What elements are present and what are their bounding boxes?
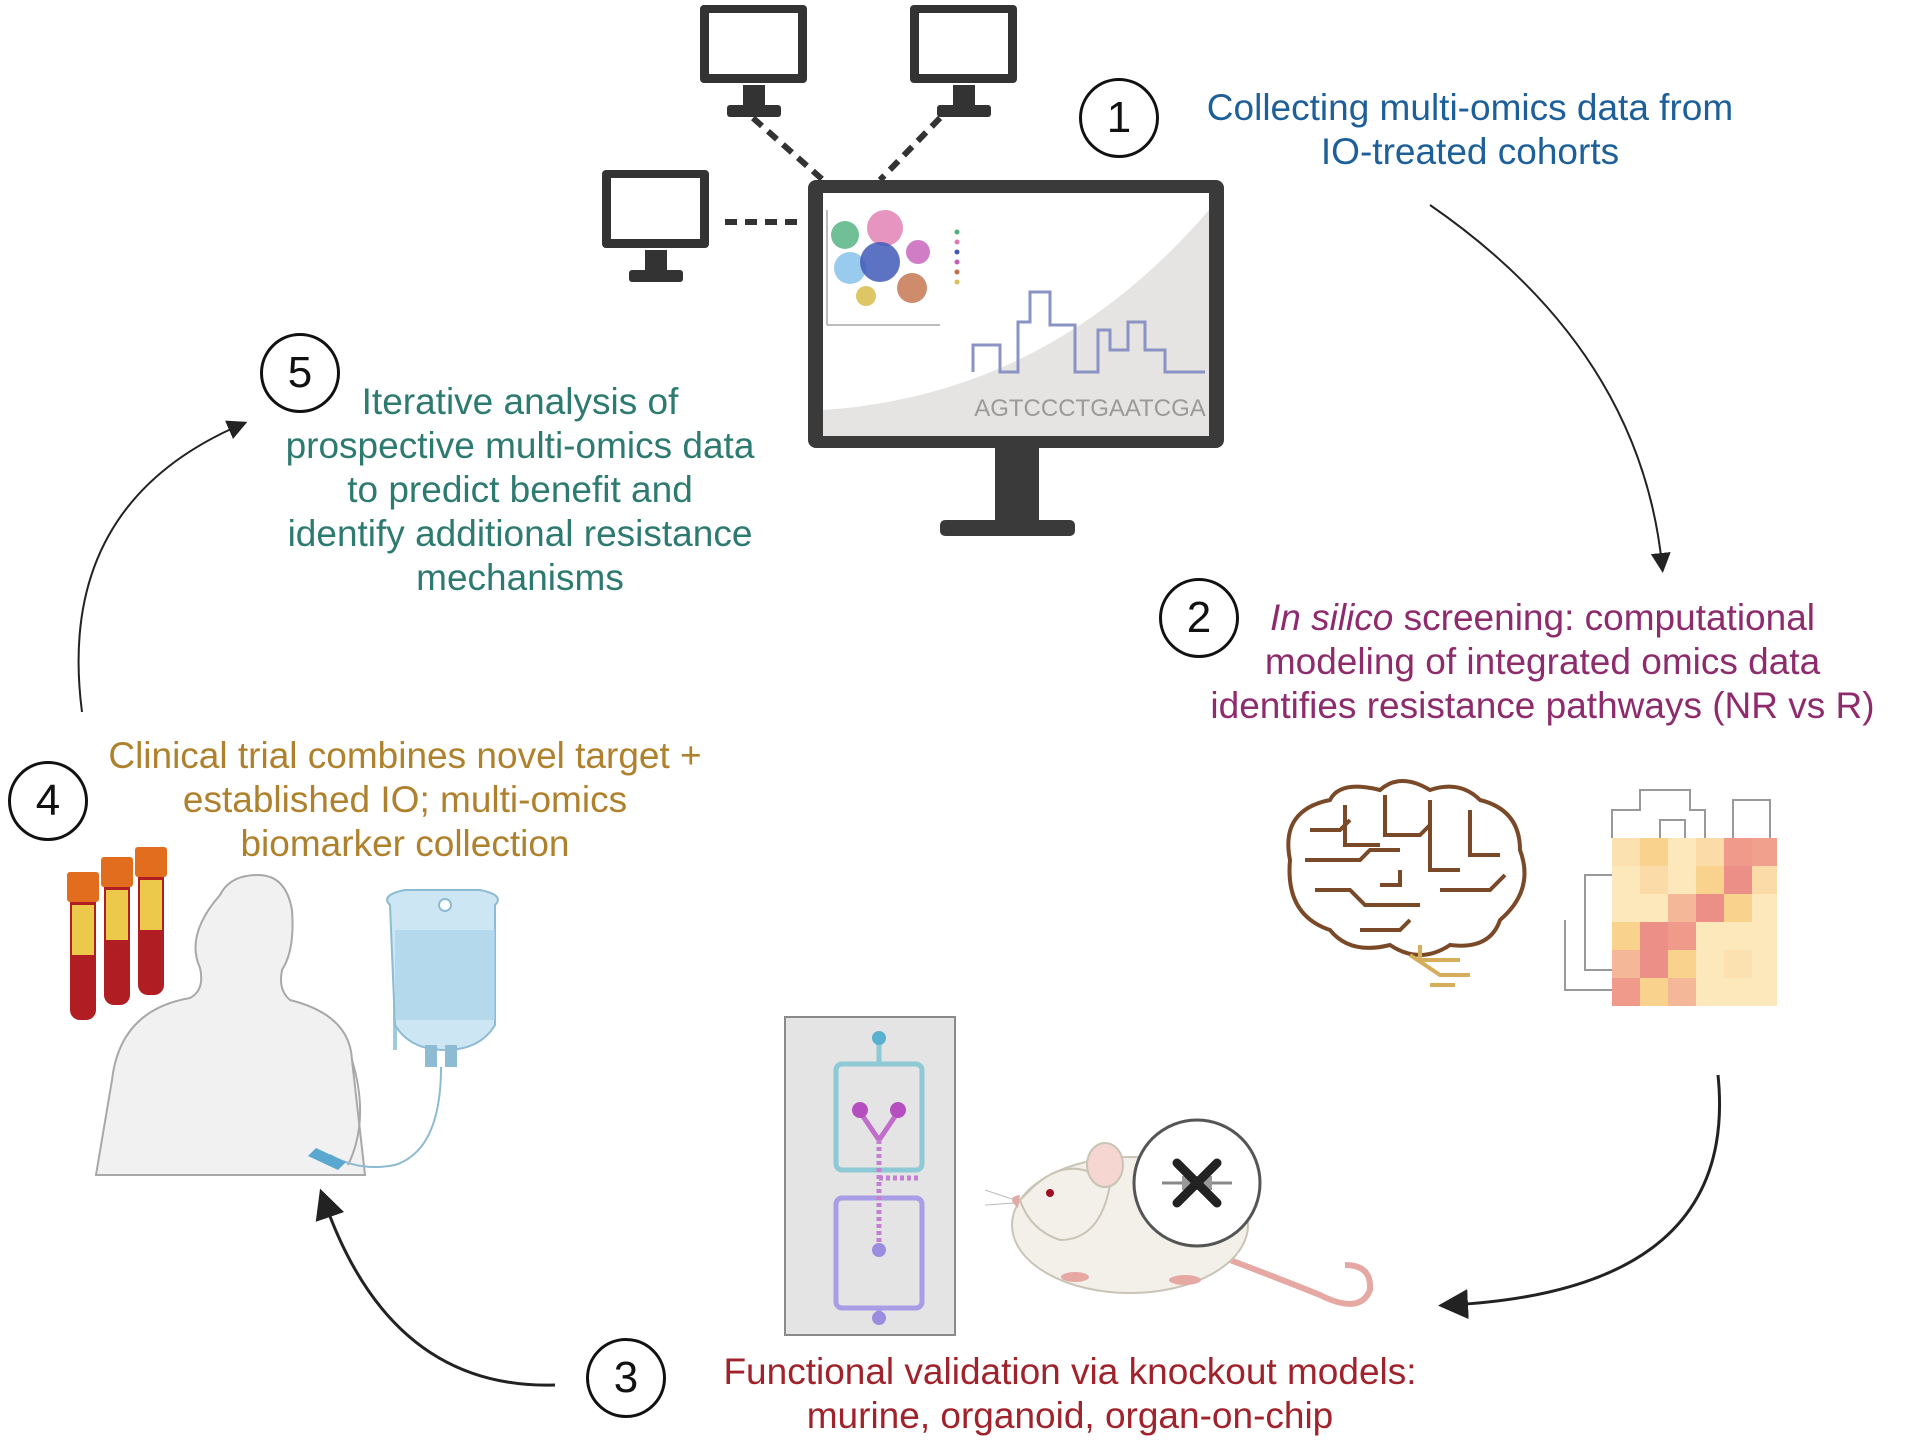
step-2-label: In silico screening: computational model…: [1170, 596, 1915, 728]
step-2-label-line: identifies resistance pathways (NR vs R): [1210, 685, 1875, 726]
step-2-number-badge: 2: [1159, 578, 1239, 658]
step-2-line-rest: screening: computational: [1393, 597, 1816, 638]
step-1-label: Collecting multi-omics data from IO-trea…: [1150, 86, 1790, 174]
step-5-label-line: mechanisms: [416, 557, 624, 598]
analysis-monitor-icon: AGTCCCTGAATCGA: [808, 180, 1224, 536]
step-2-label-line: In silico screening: computational: [1170, 596, 1915, 640]
step-3-label: Functional validation via knockout model…: [660, 1350, 1480, 1438]
patient-infusion-icon: [94, 873, 499, 1176]
knockout-mouse-icon: [984, 1118, 1374, 1307]
desktop-computer-icon: [602, 170, 709, 282]
step-4-label-line: biomarker collection: [240, 823, 570, 864]
step-2-italic-term: In silico: [1269, 597, 1394, 638]
arrow-4-to-5: [77, 420, 248, 713]
circuit-brain-icon: [1286, 779, 1527, 957]
organ-on-chip-icon: [784, 1016, 956, 1336]
arrow-3-to-4: [315, 1188, 556, 1387]
circuit-brain-lower: [1408, 945, 1470, 987]
step-3-label-line: Functional validation via knockout model…: [723, 1351, 1417, 1392]
arrow-2-to-3: [1438, 1074, 1721, 1320]
network-connector: [877, 115, 943, 183]
step-4-label: Clinical trial combines novel target + e…: [60, 734, 750, 866]
clustered-heatmap-icon: [1564, 789, 1777, 1006]
step-5-number-badge: 5: [260, 333, 340, 413]
step-5-label-line: Iterative analysis of: [361, 381, 679, 422]
network-connector: [751, 115, 825, 183]
step-5-label-line: prospective multi-omics data: [285, 425, 755, 466]
sequence-text: AGTCCCTGAATCGA: [974, 395, 1206, 422]
step-5-label: Iterative analysis of prospective multi-…: [240, 380, 800, 600]
step-4-label-line: Clinical trial combines novel target +: [108, 735, 702, 776]
desktop-computer-icon: [910, 5, 1017, 117]
step-2-label-line: modeling of integrated omics data: [1264, 641, 1821, 682]
step-5-label-line: to predict benefit and: [347, 469, 693, 510]
step-3-label-line: murine, organoid, organ-on-chip: [806, 1395, 1334, 1436]
step-1-label-line: Collecting multi-omics data from: [1206, 87, 1734, 128]
arrow-1-to-2: [1429, 204, 1671, 573]
blood-tube-icon: [67, 847, 167, 1020]
step-1-number-badge: 1: [1079, 78, 1159, 158]
step-4-number-badge: 4: [8, 761, 88, 841]
step-3-number-badge: 3: [586, 1338, 666, 1418]
step-5-label-line: identify additional resistance: [287, 513, 753, 554]
step-1-label-line: IO-treated cohorts: [1320, 131, 1620, 172]
step-4-label-line: established IO; multi-omics: [182, 779, 628, 820]
desktop-computer-icon: [700, 5, 807, 117]
